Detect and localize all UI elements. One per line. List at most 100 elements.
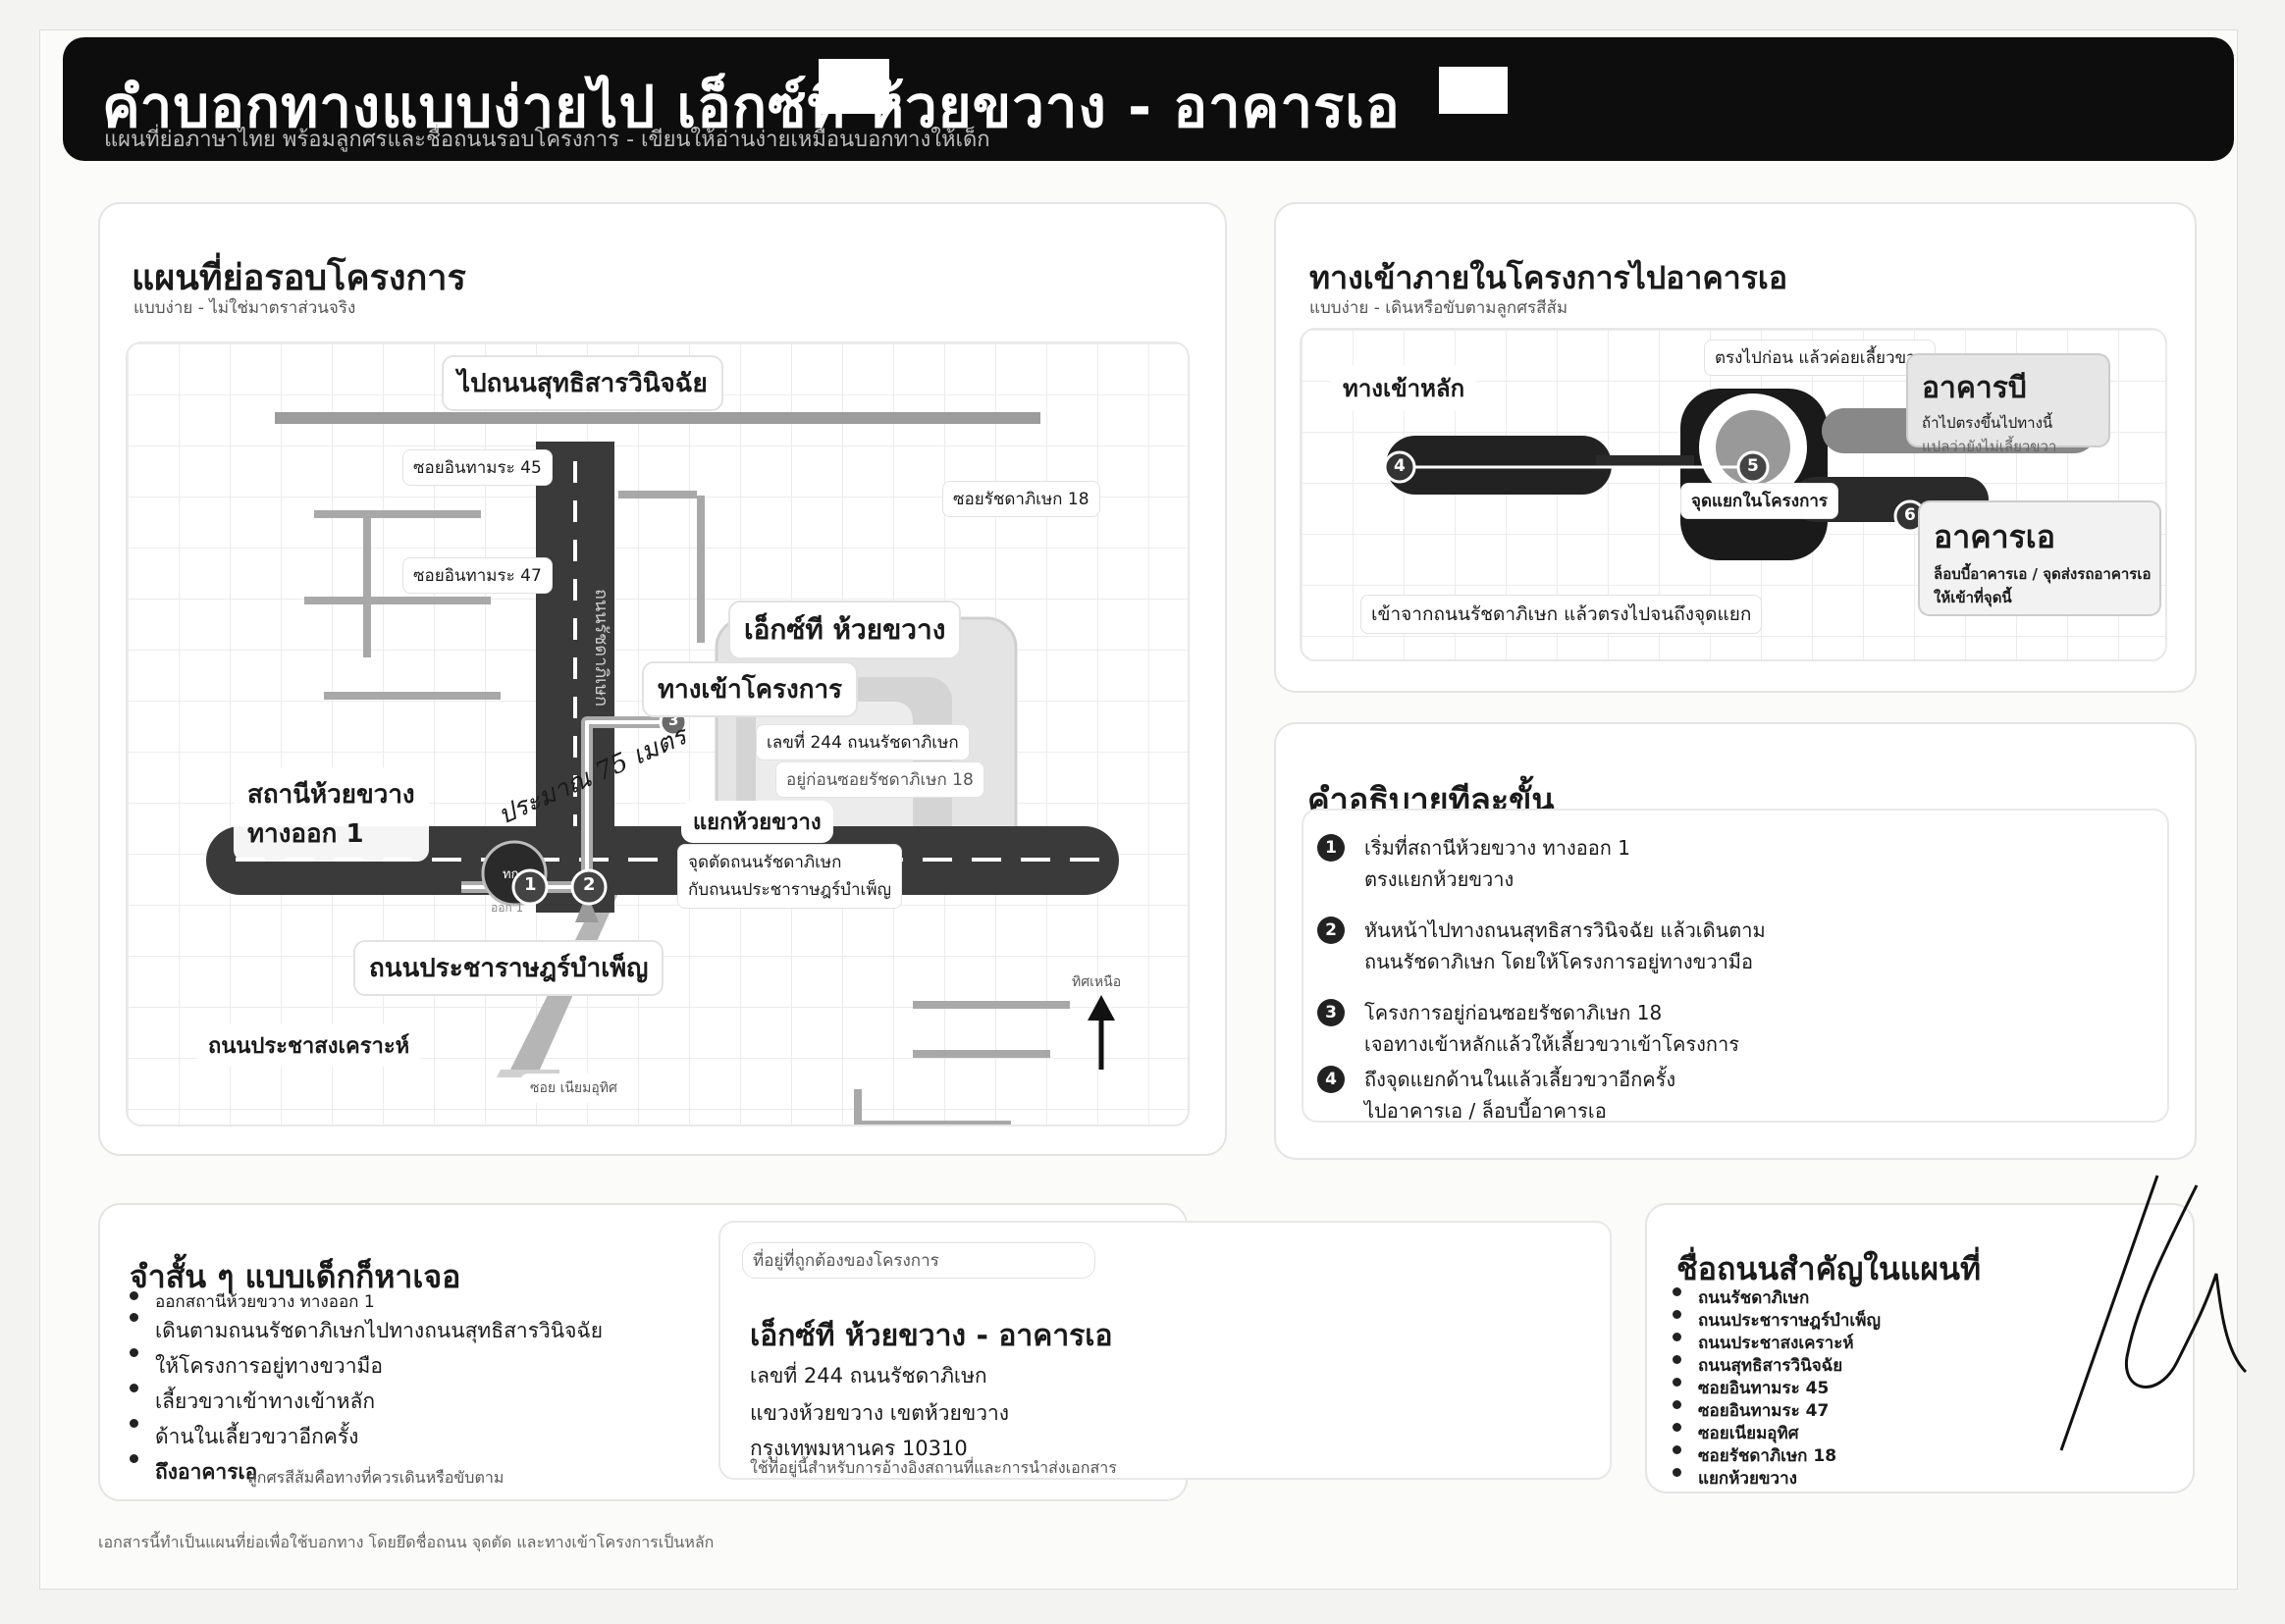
step-4-text: ถึงจุดแยกด้านในแล้วเลี้ยวขวาอีกครั้ง ไปอ… xyxy=(1364,1064,2110,1123)
side-street xyxy=(913,1050,1050,1058)
label-enter-from: เข้าจากถนนรัชดาภิเษก แล้วตรงไปจนถึงจุดแย… xyxy=(1360,595,1763,634)
entry-marker-5-label: 5 xyxy=(1747,456,1759,476)
memo-item: เดินตามถนนรัชดาภิเษกไปทางถนนสุทธิสารวินิ… xyxy=(130,1313,603,1348)
exit-small-label: ออก 1 xyxy=(491,901,524,915)
map-panel-subtitle: แบบง่าย - ไม่ใช่มาตราส่วนจริง xyxy=(133,298,356,318)
entry-marker-6-label: 6 xyxy=(1904,505,1916,525)
label-intersection: แยกห้วยขวาง xyxy=(681,801,833,843)
building-b-note-1: ถ้าไปตรงขึ้นไปทางนี้ xyxy=(1922,414,2053,432)
entry-panel-title: ทางเข้าภายในโครงการไปอาคารเอ xyxy=(1309,259,1788,296)
label-soi-ratchada-18: ซอยรัชดาภิเษก 18 xyxy=(942,481,1100,517)
label-straight-then-right: ตรงไปก่อน แล้วค่อยเลี้ยวขวา xyxy=(1704,340,1937,376)
memo-panel-title: จำสั้น ๆ แบบเด็กก็หาเจอ xyxy=(130,1258,461,1295)
step-2-number: 2 xyxy=(1317,917,1345,944)
simplified-map: 1 2 3 ทก ออก 1 ไปถนนสุทธิสารวินิจฉัย ซอย… xyxy=(126,341,1190,1126)
step-1-text: เริ่มที่สถานีห้วยขวาง ทางออก 1 ตรงแยกห้ว… xyxy=(1364,832,2110,895)
step-2-line-1: หันหน้าไปทางถนนสุทธิสารวินิจฉัย แล้วเดิน… xyxy=(1364,918,1766,942)
step-4-number: 4 xyxy=(1317,1066,1345,1093)
road-item: ซอยอินทามระ 47 xyxy=(1673,1400,1881,1423)
side-street xyxy=(304,597,491,604)
label-station-name: สถานีห้วยขวาง xyxy=(247,780,415,810)
road-item: ซอยอินทามระ 45 xyxy=(1673,1378,1881,1400)
handwritten-signature xyxy=(2059,1175,2248,1451)
roads-panel-title: ชื่อถนนสำคัญในแผนที่ xyxy=(1676,1250,1982,1287)
label-project-entrance: ทางเข้าโครงการ xyxy=(642,661,859,717)
label-main-entrance: ทางเข้าหลัก xyxy=(1331,365,1477,411)
step-1-number: 1 xyxy=(1317,834,1345,862)
step-1-line-1: เริ่มที่สถานีห้วยขวาง ทางออก 1 xyxy=(1364,836,1630,860)
step-2-line-2: ถนนรัชดาภิเษก โดยให้โครงการอยู่ทางขวามือ xyxy=(1364,950,1754,973)
step-3-line-2: เจอทางเข้าหลักแล้วให้เลี้ยวขวาเข้าโครงกา… xyxy=(1364,1032,1739,1056)
route-marker-1 xyxy=(511,868,549,906)
label-address-line: เลขที่ 244 ถนนรัชดาภิเษก xyxy=(756,724,970,760)
label-soi-45: ซอยอินทามระ 45 xyxy=(402,449,553,486)
memo-list: ออกสถานีห้วยขวาง ทางออก 1 เดินตามถนนรัชด… xyxy=(130,1291,603,1490)
address-line-2: แขวงห้วยขวาง เขตห้วยขวาง xyxy=(750,1401,1010,1425)
entry-panel-subtitle: แบบง่าย - เดินหรือขับตามลูกศรสีส้ม xyxy=(1309,298,1568,318)
memo-item: ให้โครงการอยู่ทางขวามือ xyxy=(130,1348,603,1384)
label-xt-huaikhwang: เอ็กซ์ที ห้วยขวาง xyxy=(728,601,962,659)
label-station: สถานีห้วยขวาง ทางออก 1 xyxy=(234,767,429,862)
step-2-text: หันหน้าไปทางถนนสุทธิสารวินิจฉัย แล้วเดิน… xyxy=(1364,915,2110,977)
label-north: ทิศเหนือ xyxy=(1072,974,1122,990)
side-street xyxy=(324,692,501,700)
memo-item: ถึงอาคารเอ xyxy=(130,1454,603,1490)
address-box: ที่อยู่ที่ถูกต้องของโครงการ เอ็กซ์ที ห้ว… xyxy=(718,1221,1612,1480)
side-street xyxy=(363,510,371,657)
route-marker-2-label: 2 xyxy=(583,874,596,895)
road-item: ซอยรัชดาภิเษก 18 xyxy=(1673,1445,1881,1468)
entry-panel: ทางเข้าภายในโครงการไปอาคารเอ แบบง่าย - เ… xyxy=(1274,202,2197,693)
memo-panel: จำสั้น ๆ แบบเด็กก็หาเจอ ออกสถานีห้วยขวาง… xyxy=(98,1203,1612,1501)
route-marker-1-label: 1 xyxy=(524,874,537,895)
label-station-exit: ทางออก 1 xyxy=(247,819,364,849)
step-4-line-2: ไปอาคารเอ / ล็อบบี้อาคารเอ xyxy=(1364,1099,1607,1123)
route-marker-2 xyxy=(570,868,608,906)
entry-marker-4-label: 4 xyxy=(1394,456,1406,476)
entry-diagram: 4 5 6 ทางเข้าหลัก ตรงไปก่อน แล้วค่อยเลี้… xyxy=(1300,328,2167,661)
map-panel: แผนที่ย่อรอบโครงการ แบบง่าย - ไม่ใช่มาตร… xyxy=(98,202,1227,1156)
sutthisan-road xyxy=(275,412,1040,424)
steps-list: 1 เริ่มที่สถานีห้วยขวาง ทางออก 1 ตรงแยกห… xyxy=(1302,809,2169,1123)
step-3-line-1: โครงการอยู่ก่อนซอยรัชดาภิเษก 18 xyxy=(1364,1001,1663,1024)
building-a-name: อาคารเอ xyxy=(1934,518,2055,555)
building-a-note-2: ให้เข้าที่จุดนี้ xyxy=(1934,589,2012,606)
road-item: ถนนสุทธิสารวินิจฉัย xyxy=(1673,1355,1881,1378)
entry-marker-4 xyxy=(1383,450,1416,484)
page-header: คำบอกทางแบบง่ายไป เอ็กซ์ที ห้วยขวาง - อา… xyxy=(63,37,2234,161)
road-item: ถนนประชาราษฎร์บำเพ็ญ xyxy=(1673,1310,1881,1333)
map-panel-title: แผนที่ย่อรอบโครงการ xyxy=(132,258,466,298)
memo-item: ออกสถานีห้วยขวาง ทางออก 1 xyxy=(130,1291,603,1313)
step-4-line-1: ถึงจุดแยกด้านในแล้วเลี้ยวขวาอีกครั้ง xyxy=(1364,1068,1676,1091)
intersection-note-line-2: กับถนนประชาราษฎร์บำเพ็ญ xyxy=(688,880,892,900)
footer-note: เอกสารนี้ทำเป็นแผนที่ย่อเพื่อใช้บอกทาง โ… xyxy=(98,1533,715,1551)
roads-panel: ชื่อถนนสำคัญในแผนที่ ถนนรัชดาภิเษก ถนนปร… xyxy=(1645,1175,2248,1493)
address-tag: ที่อยู่ที่ถูกต้องของโครงการ xyxy=(742,1242,1095,1279)
steps-panel: คำอธิบายทีละขั้น 1 เริ่มที่สถานีห้วยขวาง… xyxy=(1274,722,2197,1160)
step-3-text: โครงการอยู่ก่อนซอยรัชดาภิเษก 18 เจอทางเข… xyxy=(1364,997,2110,1060)
memo-item: เลี้ยวขวาเข้าทางเข้าหลัก xyxy=(130,1384,603,1419)
label-ratchada-vertical: ถนนรัชดาภิเษก xyxy=(591,589,611,707)
intersection-note-line-1: จุดตัดถนนรัชดาภิเษก xyxy=(688,853,842,872)
page-title: คำบอกทางแบบง่ายไป เอ็กซ์ที ห้วยขวาง - อา… xyxy=(102,74,1401,140)
route-arrow xyxy=(575,893,599,922)
building-b-name: อาคารบี xyxy=(1922,371,2027,405)
label-building-a: อาคารเอ ล็อบบี้อาคารเอ / จุดส่งรถอาคารเอ… xyxy=(1918,500,2161,616)
label-intersection-note: จุดตัดถนนรัชดาภิเษก กับถนนประชาราษฎร์บำเ… xyxy=(677,844,903,909)
road-item: ถนนรัชดาภิเษก xyxy=(1673,1287,1881,1310)
side-street xyxy=(697,496,705,643)
label-to-sutthisan: ไปถนนสุทธิสารวินิจฉัย xyxy=(442,355,723,411)
entry-marker-5 xyxy=(1736,450,1770,484)
route-marker-3-label: 3 xyxy=(668,711,679,729)
redaction-box xyxy=(1439,67,1508,114)
label-soi-47: ซอยอินทามระ 47 xyxy=(402,557,553,594)
redaction-box xyxy=(819,59,889,114)
road-item: แยกห้วยขวาง xyxy=(1673,1468,1881,1491)
side-street xyxy=(913,1001,1070,1009)
road-item: ถนนประชาสงเคราะห์ xyxy=(1673,1333,1881,1355)
entry-road xyxy=(1386,436,1612,495)
side-street xyxy=(618,491,697,498)
page-subtitle: แผนที่ย่อภาษาไทย พร้อมลูกศรและชื่อถนนรอบ… xyxy=(104,128,990,152)
address-line-1: เลขที่ 244 ถนนรัชดาภิเษก xyxy=(750,1364,987,1388)
label-soi-niam: ซอย เนียมอุทิศ xyxy=(520,1074,627,1103)
label-pracharat-road: ถนนประชาราษฎร์บำเพ็ญ xyxy=(353,940,664,996)
